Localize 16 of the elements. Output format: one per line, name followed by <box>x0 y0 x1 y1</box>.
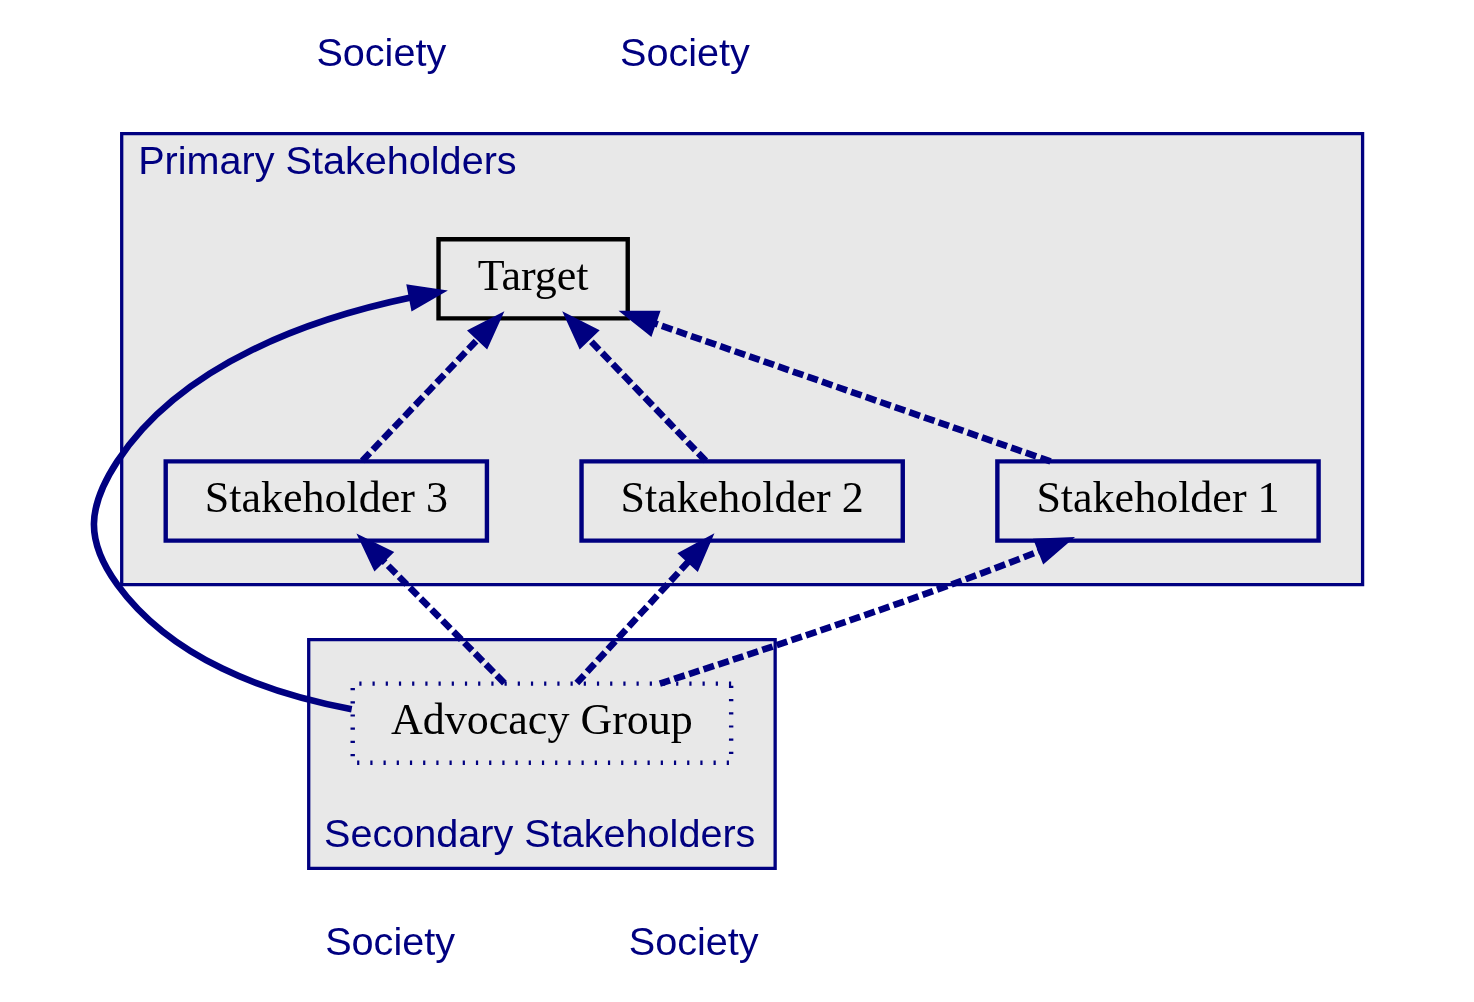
node-box: Stakeholder 2 <box>579 459 905 543</box>
arrow <box>90 284 448 713</box>
node-box: Advocacy Group <box>350 681 734 766</box>
node-box: Stakeholder 1 <box>995 459 1321 543</box>
arrow <box>356 533 507 686</box>
label: Society <box>620 30 750 75</box>
label: Society <box>628 919 759 964</box>
label: Society <box>325 919 456 964</box>
label: Society <box>316 30 447 75</box>
arrow <box>562 311 709 464</box>
arrow <box>359 311 505 464</box>
arrow <box>618 310 1052 465</box>
node-box: Stakeholder 3 <box>163 459 490 543</box>
node-box: Target <box>436 237 630 321</box>
arrow <box>574 533 715 686</box>
arrow <box>658 537 1076 687</box>
